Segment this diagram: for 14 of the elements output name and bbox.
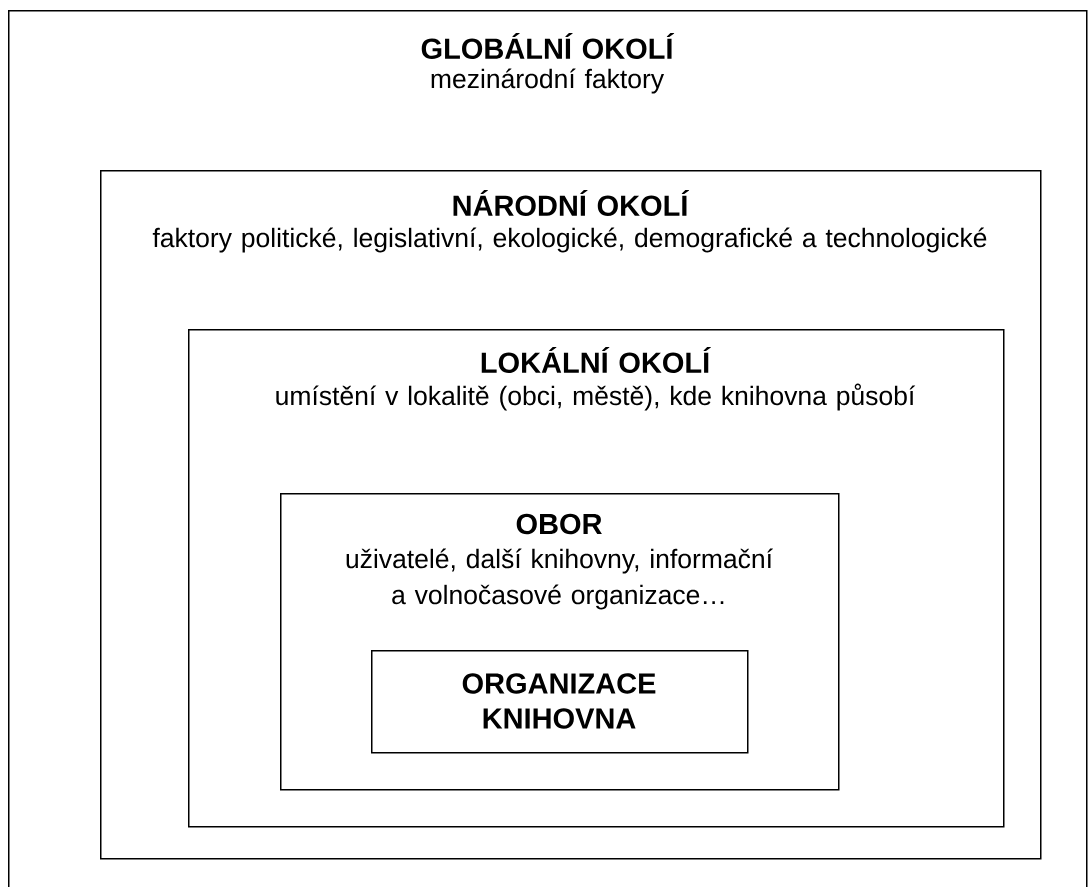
box-description: umístění v lokalitě (obci, městě), kde knihovna působí bbox=[276, 383, 916, 411]
box-heading: NÁRODNÍ OKOLÍ bbox=[453, 190, 690, 216]
nested-box bbox=[371, 650, 749, 754]
box-description: mezinárodní faktory bbox=[431, 68, 664, 94]
box-description: faktory politické, legislativní, ekologické, demografické a technologické bbox=[152, 227, 987, 253]
box-heading: LOKÁLNÍ OKOLÍ bbox=[481, 347, 711, 373]
box-description: uživatelé, další knihovny, informační a volnočasové organizace… bbox=[346, 548, 773, 610]
box-heading: OBOR bbox=[516, 513, 602, 535]
nested-box bbox=[188, 329, 1005, 828]
nested-box bbox=[100, 170, 1042, 860]
nested-box bbox=[280, 493, 840, 791]
box-heading: GLOBÁLNÍ OKOLÍ bbox=[421, 33, 675, 59]
outer-box bbox=[8, 10, 1088, 887]
box-heading: ORGANIZACE KNIHOVNA bbox=[462, 673, 656, 729]
